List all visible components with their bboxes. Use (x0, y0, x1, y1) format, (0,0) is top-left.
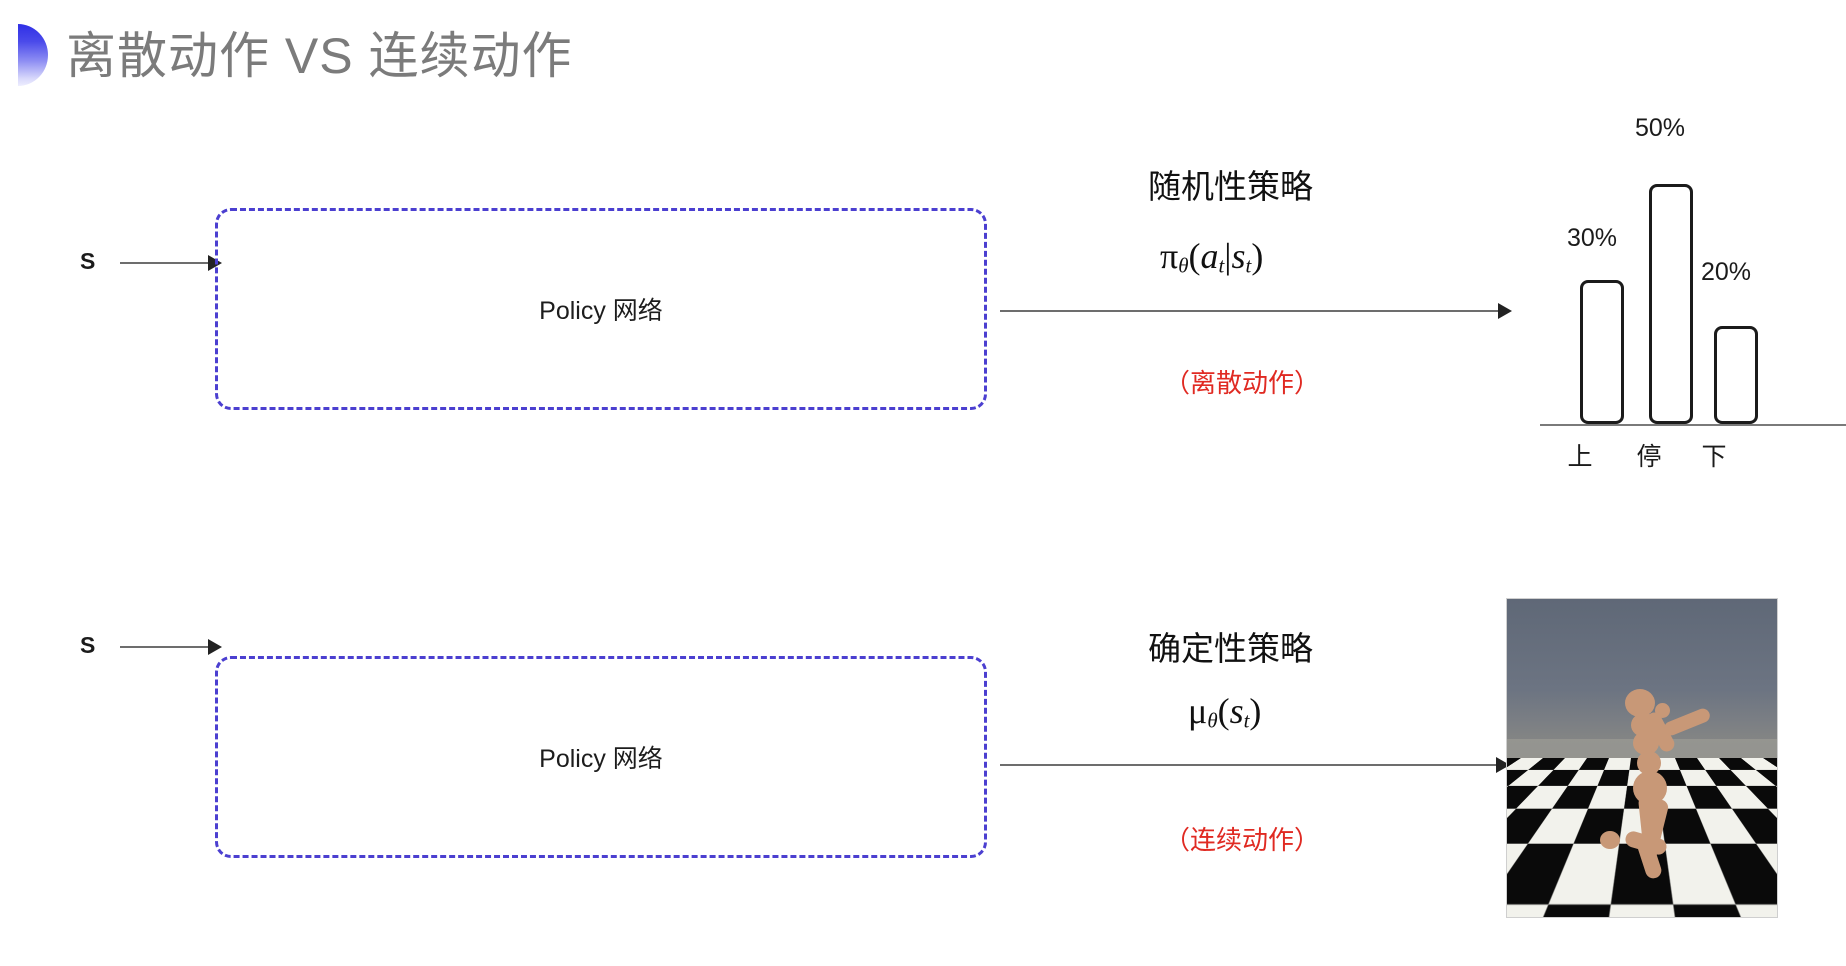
input-state-label-continuous: S (80, 632, 96, 658)
policy-network-label-discrete: Policy 网络 (539, 297, 663, 325)
formula-pi: π (1160, 236, 1179, 276)
formula-theta-sub-2: θ (1207, 708, 1218, 733)
arrow-policy-to-output-discrete (1000, 310, 1510, 312)
discrete-action-bar-chart: 30% 50% 20% 上 停 下 (1540, 110, 1846, 471)
humanoid-figure (1507, 599, 1777, 917)
humanoid-hand (1655, 703, 1670, 718)
formula-s-sub-t: t (1245, 253, 1252, 278)
page-title: 离散动作 VS 连续动作 (66, 28, 573, 84)
arrow-input-to-policy-continuous (120, 646, 220, 648)
formula-a: a (1200, 236, 1219, 276)
humanoid-foot (1600, 831, 1620, 849)
policy-network-box-continuous[interactable]: Policy 网络 (215, 656, 987, 858)
bar-chart-plot-area: 30% 50% 20% (1562, 114, 1812, 424)
formula-mu: μ (1188, 691, 1208, 731)
title-accent-decoration (18, 24, 48, 86)
annotation-formula-deterministic: μθ(st) (1188, 690, 1261, 734)
annotation-formula-stochastic: πθ(at|st) (1160, 235, 1263, 279)
humanoid-simulation-image (1506, 598, 1778, 918)
formula-close-paren: ) (1251, 236, 1264, 276)
annotation-note-discrete: （离散动作） (1164, 368, 1321, 398)
formula-open-paren-2: ( (1217, 691, 1230, 731)
annotation-title-stochastic: 随机性策略 (1148, 168, 1313, 205)
formula-theta-sub: θ (1178, 253, 1189, 278)
bar-value-label-2: 20% (1700, 258, 1752, 286)
formula-s-sub-t-2: t (1243, 708, 1250, 733)
chart-x-axis (1540, 424, 1846, 426)
formula-s: s (1231, 236, 1246, 276)
category-label-1: 停 (1636, 443, 1662, 471)
bar-value-label-1: 50% (1634, 114, 1686, 142)
annotation-title-deterministic: 确定性策略 (1148, 630, 1313, 667)
arrow-policy-to-output-continuous (1000, 764, 1508, 766)
policy-network-label-continuous: Policy 网络 (539, 745, 663, 773)
formula-a-sub-t: t (1218, 253, 1225, 278)
bar-value-label-0: 30% (1566, 224, 1618, 252)
annotation-note-continuous: （连续动作） (1164, 825, 1321, 855)
input-state-label-discrete: S (80, 248, 96, 274)
formula-conditional-bar: | (1224, 236, 1232, 276)
bar-1 (1649, 184, 1693, 424)
bar-2 (1714, 326, 1758, 424)
bar-0 (1580, 280, 1624, 424)
policy-network-box-discrete[interactable]: Policy 网络 (215, 208, 987, 410)
formula-s-2: s (1229, 691, 1244, 731)
category-label-2: 下 (1701, 443, 1727, 471)
formula-close-paren-2: ) (1249, 691, 1262, 731)
arrow-input-to-policy-discrete (120, 262, 220, 264)
category-label-0: 上 (1567, 443, 1593, 471)
formula-open-paren: ( (1188, 236, 1201, 276)
